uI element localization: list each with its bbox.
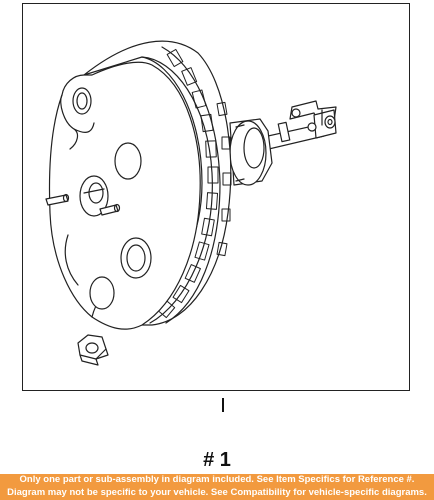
disclaimer-line-1: Only one part or sub-assembly in diagram…	[19, 474, 415, 485]
rear-hub	[229, 118, 273, 186]
reference-number-label: # 1	[203, 449, 231, 471]
callout-leader-line	[222, 398, 224, 412]
nut	[77, 334, 109, 366]
disclaimer-banner: Only one part or sub-assembly in diagram…	[0, 474, 434, 500]
booster-front-face	[45, 61, 201, 330]
diagram-frame	[22, 3, 410, 391]
booster-rim	[83, 40, 232, 326]
disclaimer-line-2: Diagram may not be specific to your vehi…	[7, 486, 427, 498]
brake-booster-diagram	[45, 40, 337, 366]
